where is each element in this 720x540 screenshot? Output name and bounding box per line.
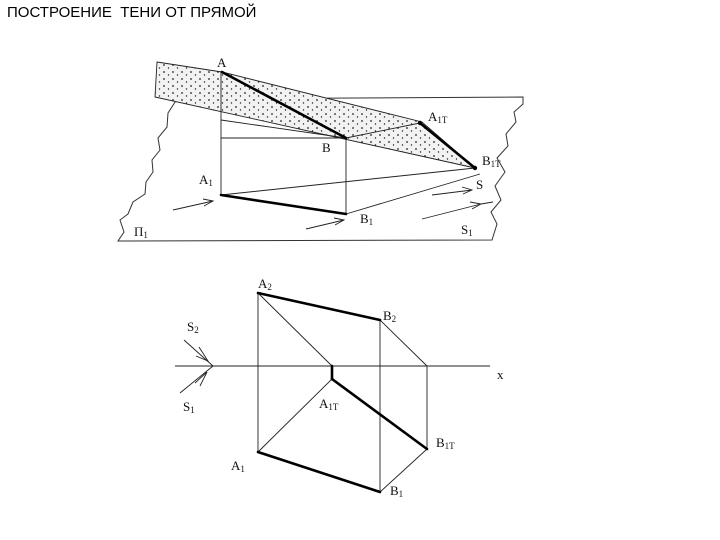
label-s2: S2 xyxy=(187,319,199,335)
label-a1t-bottom: A1T xyxy=(319,396,339,412)
label-a1: A1 xyxy=(199,172,213,188)
label-s1: S1 xyxy=(461,222,473,238)
label-b: B xyxy=(322,140,331,155)
label-pi1: П1 xyxy=(134,224,148,240)
ray-a1-a1t xyxy=(257,378,333,453)
label-a2: A2 xyxy=(258,276,272,292)
page-title: ПОСТРОЕНИЕ ТЕНИ ОТ ПРЯМОЙ xyxy=(7,4,257,21)
label-s1-bottom: S1 xyxy=(183,399,195,415)
ray-b1-b1t xyxy=(379,448,428,493)
segment-a2b2 xyxy=(256,291,382,322)
label-a1-bottom: A1 xyxy=(231,458,245,474)
shadow-a1t-b1t xyxy=(418,121,477,170)
label-b1t: B1T xyxy=(482,153,501,169)
light-arrows-right xyxy=(421,186,494,220)
shadow-a1t-b1t xyxy=(330,377,429,451)
segment-ab xyxy=(220,70,348,140)
label-b1-bottom: B1 xyxy=(390,483,403,499)
segment-a1b1 xyxy=(219,193,348,216)
plane-pi1-outline xyxy=(117,96,524,242)
label-b1t-bottom: B1T xyxy=(436,435,455,451)
shadow-light-band xyxy=(154,61,476,169)
ray-b2-x xyxy=(379,319,428,367)
label-a1t: A1T xyxy=(428,109,448,125)
label-b1: B1 xyxy=(360,211,373,227)
segment-a1b1 xyxy=(256,450,382,494)
ray-a1-b1t xyxy=(220,167,476,196)
light-direction-arrows xyxy=(179,339,214,394)
bottom-view: x A2 B2 S2 S1 A1T B1T A1 B1 xyxy=(175,276,504,499)
light-arrows-left xyxy=(172,198,346,230)
ray-b-a1t xyxy=(345,122,421,139)
ray-a2-a1t xyxy=(257,292,333,367)
ray-b1-s xyxy=(345,173,481,215)
projection-line-a xyxy=(220,119,347,139)
label-a: A xyxy=(217,55,227,70)
point-a1t xyxy=(417,120,423,126)
label-s: S xyxy=(476,177,483,192)
label-x: x xyxy=(497,367,504,382)
label-b2: B2 xyxy=(383,308,396,324)
top-view: A B A1 B1 A1T B1T S S1 П1 xyxy=(117,55,524,242)
point-b1t xyxy=(472,165,478,171)
